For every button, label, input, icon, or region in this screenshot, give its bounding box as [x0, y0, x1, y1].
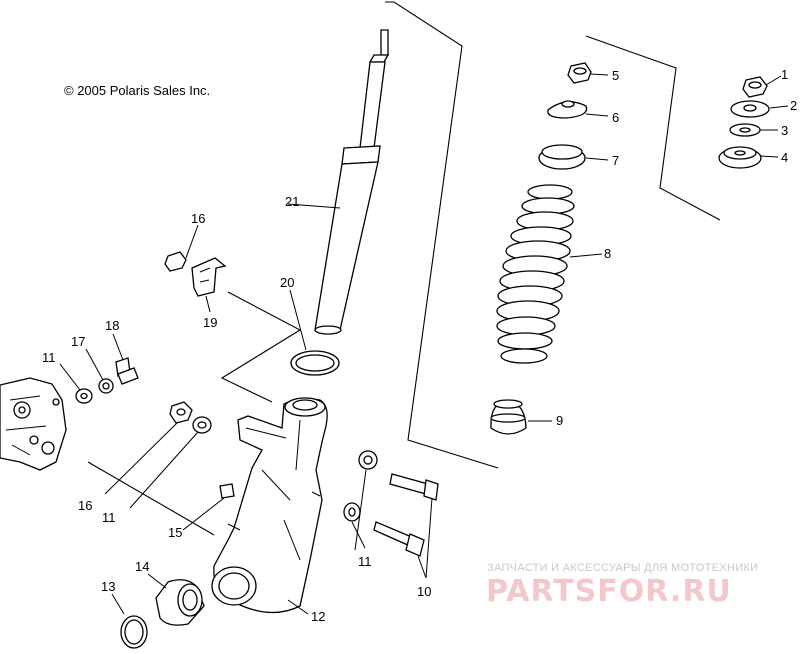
- watermark-brand: PARTSFOR.RU: [486, 574, 732, 609]
- callout-15: 15: [168, 525, 182, 540]
- callout-7: 7: [612, 153, 619, 168]
- upper-nut: [164, 224, 199, 272]
- callout-labels: 1 2 3 4 5 6 7 8 9 10 11 11 11 12 13 14 1…: [42, 67, 797, 624]
- callout-2: 2: [790, 98, 797, 113]
- callout-10: 10: [417, 584, 431, 599]
- wheel-bearing: [147, 573, 205, 626]
- callout-4: 4: [781, 150, 788, 165]
- callout-12: 12: [311, 609, 325, 624]
- o-ring: [289, 289, 340, 376]
- top-nut: [567, 62, 609, 84]
- shock-absorber: [287, 29, 390, 335]
- steering-knuckle: [211, 397, 328, 615]
- callout-14: 14: [135, 559, 149, 574]
- callout-16-lower: 16: [78, 498, 92, 513]
- coil-spring: [496, 184, 603, 364]
- watermark-subtitle: ЗАПЧАСТИ И АКСЕССУАРЫ ДЛЯ МОТОТЕХНИКИ: [487, 562, 758, 574]
- callout-5: 5: [612, 68, 619, 83]
- assembly-lines: [87, 1, 721, 536]
- watermark: ЗАПЧАСТИ И АКСЕССУАРЫ ДЛЯ МОТОТЕХНИКИ PA…: [486, 562, 758, 609]
- callout-18: 18: [105, 318, 119, 333]
- callout-21: 21: [285, 194, 299, 209]
- callout-11-middle: 11: [102, 510, 116, 525]
- callout-20: 20: [280, 275, 294, 290]
- middle-fasteners: [104, 401, 212, 509]
- spring-seat: [538, 144, 609, 170]
- callout-9: 9: [556, 413, 563, 428]
- callout-11-left: 11: [42, 350, 56, 365]
- retainer-cup: [547, 100, 609, 119]
- bracket-clip: [191, 257, 227, 313]
- right-fasteners: [343, 450, 439, 579]
- callout-13: 13: [101, 579, 115, 594]
- callout-6: 6: [612, 110, 619, 125]
- snap-ring: [111, 593, 148, 649]
- callout-1: 1: [781, 67, 788, 82]
- callout-11-right: 11: [358, 554, 372, 569]
- brake-caliper: [0, 377, 67, 471]
- left-fasteners: [59, 333, 139, 404]
- callout-8: 8: [604, 246, 611, 261]
- copyright-text: © 2005 Polaris Sales Inc.: [64, 83, 210, 98]
- callout-17: 17: [71, 334, 85, 349]
- callout-3: 3: [781, 123, 788, 138]
- callout-16-upper: 16: [191, 211, 205, 226]
- right-hardware-stack: [718, 75, 789, 169]
- callout-19: 19: [203, 315, 217, 330]
- grease-fitting: [182, 483, 235, 531]
- bump-stop: [490, 399, 552, 435]
